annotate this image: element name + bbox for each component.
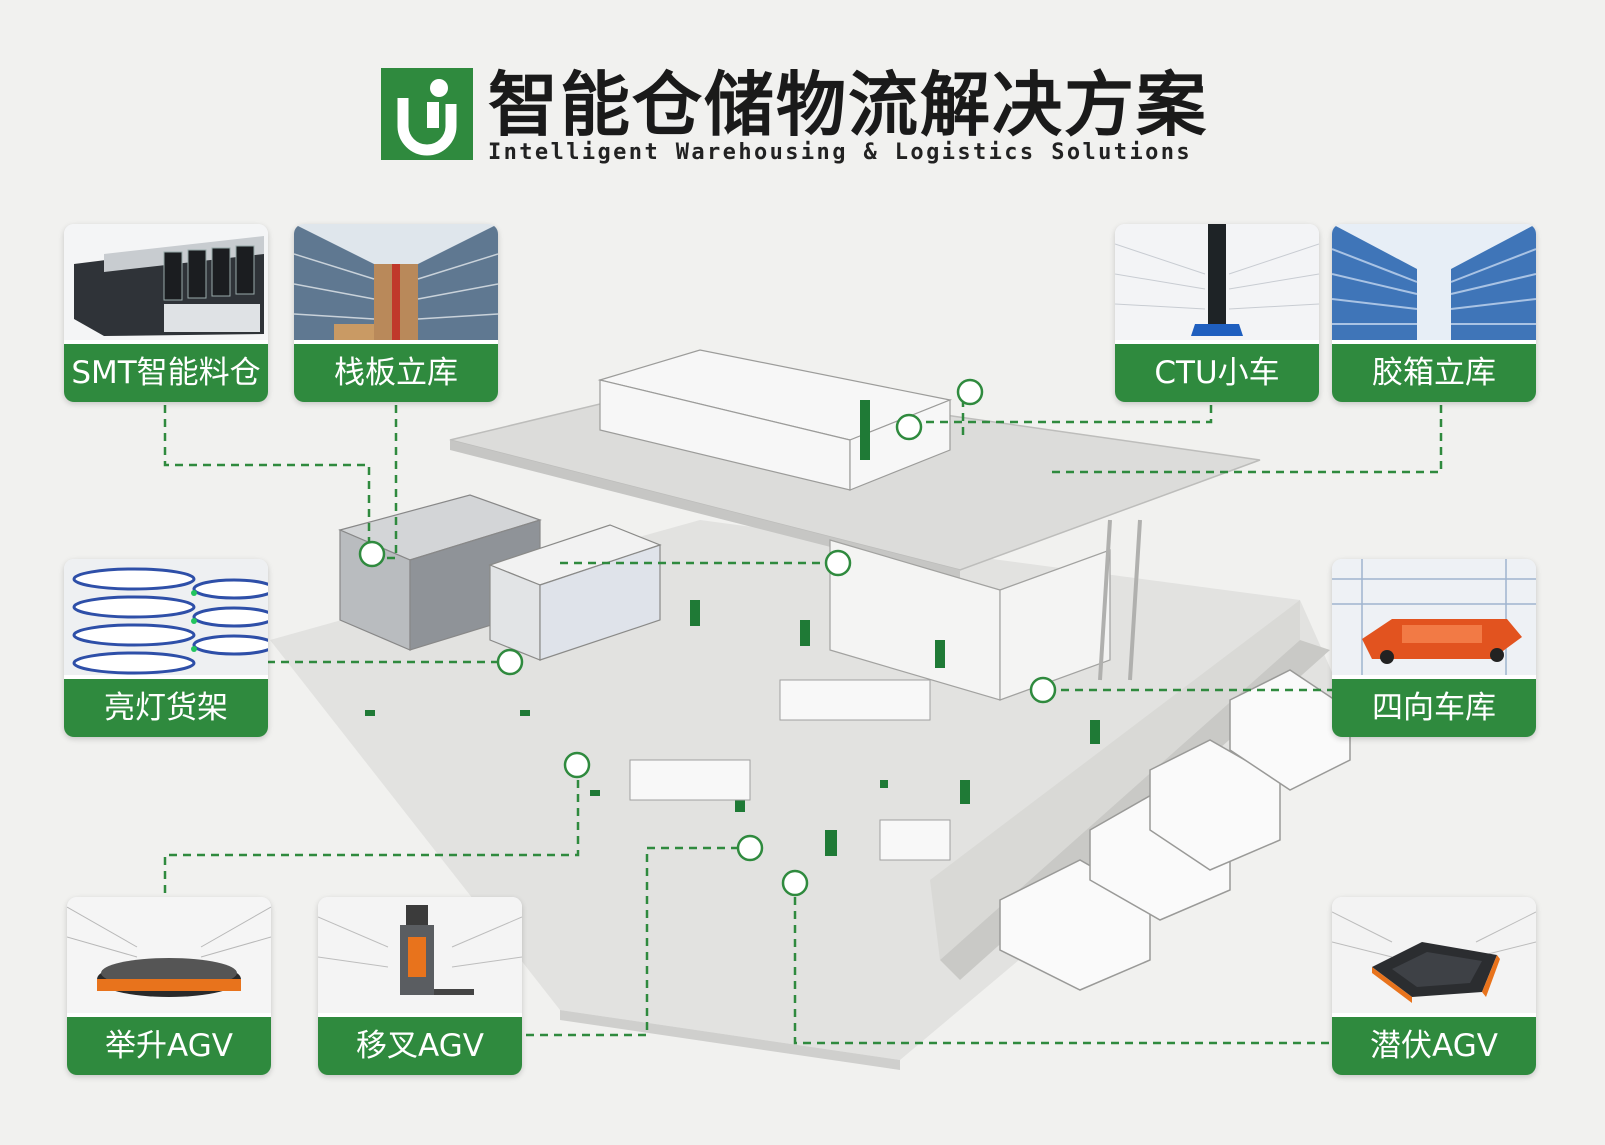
card-tote-warehouse[interactable]: 胶箱立库 <box>1332 224 1536 402</box>
card-pallet-warehouse[interactable]: 栈板立库 <box>294 224 498 402</box>
smt-storage-photo-icon <box>64 224 268 340</box>
light-shelf-photo-icon <box>64 559 268 675</box>
card-light-shelf[interactable]: 亮灯货架 <box>64 559 268 737</box>
card-latent-agv[interactable]: 潜伏AGV <box>1332 897 1536 1075</box>
four-way-shuttle-photo-icon <box>1332 559 1536 675</box>
card-lift-agv-label: 举升AGV <box>67 1017 271 1075</box>
card-forklift-agv-label: 移叉AGV <box>318 1017 522 1075</box>
tote-warehouse-photo-icon <box>1332 224 1536 340</box>
card-four-way-shuttle-label: 四向车库 <box>1332 679 1536 737</box>
card-pallet-warehouse-label: 栈板立库 <box>294 344 498 402</box>
card-ctu-robot[interactable]: CTU小车 <box>1115 224 1319 402</box>
card-four-way-shuttle[interactable]: 四向车库 <box>1332 559 1536 737</box>
brand-logo-icon <box>381 68 473 160</box>
lift-agv-photo-icon <box>67 897 271 1013</box>
card-lift-agv[interactable]: 举升AGV <box>67 897 271 1075</box>
page-subtitle: Intelligent Warehousing & Logistics Solu… <box>488 140 1193 165</box>
card-smt-storage-label: SMT智能料仓 <box>64 344 268 402</box>
card-smt-storage[interactable]: SMT智能料仓 <box>64 224 268 402</box>
latent-agv-photo-icon <box>1332 897 1536 1013</box>
card-forklift-agv[interactable]: 移叉AGV <box>318 897 522 1075</box>
forklift-agv-photo-icon <box>318 897 522 1013</box>
card-light-shelf-label: 亮灯货架 <box>64 679 268 737</box>
card-ctu-robot-label: CTU小车 <box>1115 344 1319 402</box>
ctu-robot-photo-icon <box>1115 224 1319 340</box>
card-latent-agv-label: 潜伏AGV <box>1332 1017 1536 1075</box>
page-title: 智能仓储物流解决方案 <box>488 64 1208 146</box>
card-tote-warehouse-label: 胶箱立库 <box>1332 344 1536 402</box>
pallet-warehouse-photo-icon <box>294 224 498 340</box>
